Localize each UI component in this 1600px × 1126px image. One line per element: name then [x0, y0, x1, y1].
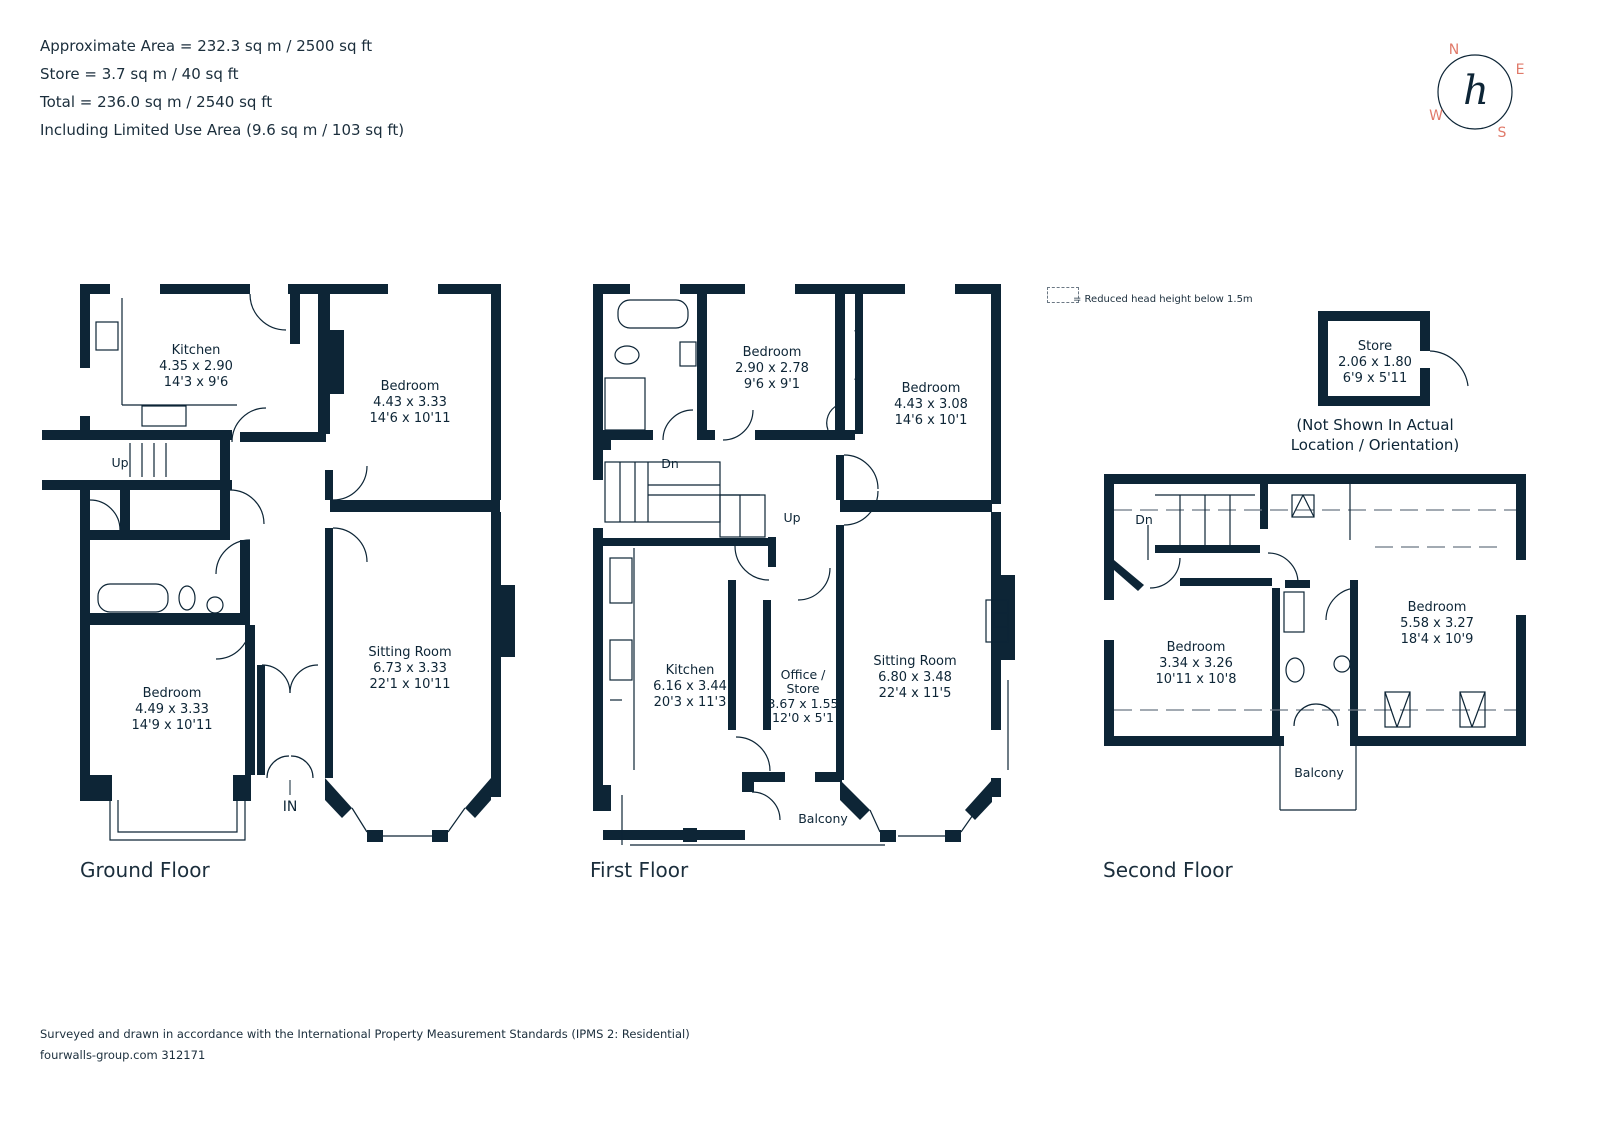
ground-bedroom-b-name: Bedroom	[143, 686, 202, 701]
ground-bedroom-a-metric: 4.43 x 3.33	[373, 395, 447, 410]
ground-bedroom-a-imperial: 14'6 x 10'11	[369, 411, 450, 426]
second-bedroom-b-imperial: 18'4 x 10'9	[1401, 632, 1474, 647]
ground-bedroom-b-imperial: 14'9 x 10'11	[131, 718, 212, 733]
second-bedroom-b-name: Bedroom	[1408, 600, 1467, 615]
first-bedroom-a-imperial: 9'6 x 9'1	[744, 377, 800, 392]
reference-text: fourwalls-group.com 312171	[40, 1048, 206, 1062]
first-sitting-metric: 6.80 x 3.48	[878, 670, 952, 685]
store-note-line-1: (Not Shown In Actual	[1296, 416, 1453, 434]
compass-icon: h N E S W	[1429, 42, 1524, 141]
limited-use-text: Including Limited Use Area (9.6 sq m / 1…	[40, 121, 405, 139]
ground-kitchen-metric: 4.35 x 2.90	[159, 359, 233, 374]
first-stairs-down-label: Dn	[661, 456, 679, 471]
second-stairs-down-label: Dn	[1135, 512, 1153, 527]
total-area-text: Total = 236.0 sq m / 2540 sq ft	[40, 93, 273, 111]
first-floor-title: First Floor	[590, 858, 689, 882]
second-bedroom-a-name: Bedroom	[1167, 640, 1226, 655]
compass-east: E	[1516, 62, 1525, 78]
reduced-head-height-legend: = Reduced head height below 1.5m	[1073, 294, 1253, 305]
first-kitchen-name: Kitchen	[666, 663, 715, 678]
first-bedroom-b-name: Bedroom	[902, 381, 961, 396]
ground-bedroom-b-metric: 4.49 x 3.33	[135, 702, 209, 717]
compass-logo: h	[1463, 68, 1489, 114]
first-sitting-imperial: 22'4 x 11'5	[879, 686, 952, 701]
ground-bedroom-a-name: Bedroom	[381, 379, 440, 394]
compass-north: N	[1449, 42, 1459, 58]
first-office-name-2: Store	[786, 681, 819, 696]
second-bedroom-b-metric: 5.58 x 3.27	[1400, 616, 1474, 631]
reduced-head-height-swatch	[1047, 287, 1079, 303]
store-note-line-2: Location / Orientation)	[1291, 436, 1460, 454]
first-floor-labels: Bedroom 2.90 x 2.78 9'6 x 9'1 Bedroom 4.…	[653, 345, 968, 826]
ground-kitchen-imperial: 14'3 x 9'6	[164, 375, 228, 390]
first-bedroom-a-name: Bedroom	[743, 345, 802, 360]
second-balcony-label: Balcony	[1294, 765, 1344, 780]
first-balcony-label: Balcony	[798, 811, 848, 826]
store-metric: 2.06 x 1.80	[1338, 355, 1412, 370]
second-floor-plan	[1104, 311, 1526, 811]
first-office-imperial: 12'0 x 5'1	[772, 710, 834, 725]
ground-floor-title: Ground Floor	[80, 858, 210, 882]
first-kitchen-imperial: 20'3 x 11'3	[654, 695, 727, 710]
store-area-text: Store = 3.7 sq m / 40 sq ft	[40, 65, 239, 83]
first-bedroom-b-imperial: 14'6 x 10'1	[895, 413, 968, 428]
first-office-name-1: Office /	[781, 667, 826, 682]
first-floor-plan	[593, 284, 1015, 846]
ground-sitting-imperial: 22'1 x 10'11	[369, 677, 450, 692]
compass-west: W	[1429, 108, 1443, 124]
ground-kitchen-name: Kitchen	[172, 343, 221, 358]
first-office-metric: 3.67 x 1.55	[767, 696, 838, 711]
ground-sitting-metric: 6.73 x 3.33	[373, 661, 447, 676]
first-stairs-up-label: Up	[783, 510, 800, 525]
first-kitchen-metric: 6.16 x 3.44	[653, 679, 727, 694]
second-floor-title: Second Floor	[1103, 858, 1233, 882]
second-bedroom-a-metric: 3.34 x 3.26	[1159, 656, 1233, 671]
ground-floor-labels: Kitchen 4.35 x 2.90 14'3 x 9'6 Bedroom 4…	[111, 343, 451, 815]
first-sitting-name: Sitting Room	[873, 654, 956, 669]
store-name: Store	[1358, 339, 1392, 354]
second-bedroom-a-imperial: 10'11 x 10'8	[1155, 672, 1236, 687]
first-bedroom-a-metric: 2.90 x 2.78	[735, 361, 809, 376]
approx-area-text: Approximate Area = 232.3 sq m / 2500 sq …	[40, 37, 373, 55]
ground-stairs-up-label: Up	[111, 455, 128, 470]
ground-floor-plan	[42, 284, 515, 842]
ground-entry-label: IN	[283, 799, 298, 815]
standards-note: Surveyed and drawn in accordance with th…	[40, 1027, 690, 1041]
first-bedroom-b-metric: 4.43 x 3.08	[894, 397, 968, 412]
compass-south: S	[1498, 125, 1507, 141]
ground-sitting-name: Sitting Room	[368, 645, 451, 660]
store-imperial: 6'9 x 5'11	[1343, 371, 1407, 386]
second-floor-labels: Bedroom 3.34 x 3.26 10'11 x 10'8 Bedroom…	[1135, 339, 1474, 780]
